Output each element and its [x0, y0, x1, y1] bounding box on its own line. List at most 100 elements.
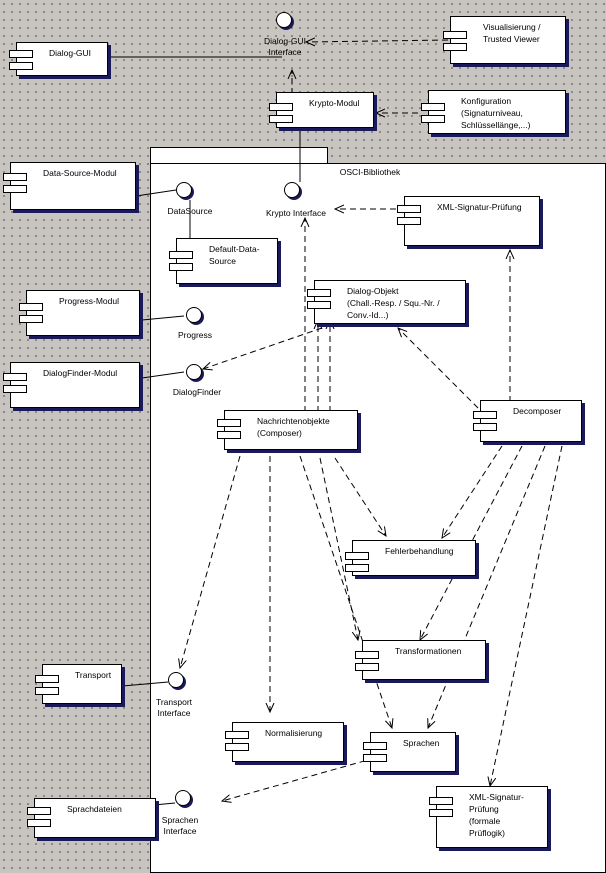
link-progress-interface	[141, 315, 185, 321]
component-plug	[443, 31, 467, 39]
component-label: Decomposer	[513, 406, 562, 416]
dialog-gui-interface-icon[interactable]	[276, 12, 292, 28]
component-label: Normalisierung	[265, 728, 323, 738]
component-plug	[9, 50, 33, 58]
component-transport[interactable]: Transport	[35, 664, 122, 704]
progress-interface-icon[interactable]	[186, 307, 202, 323]
krypto-interface-label: Krypto Interface	[265, 208, 326, 218]
component-data-source-modul[interactable]: Data-Source-Modul	[3, 162, 136, 210]
component-krypto-modul[interactable]: Krypto-Modul	[269, 92, 374, 128]
component-dialog-gui[interactable]: Dialog-GUI	[9, 42, 108, 76]
component-plug	[345, 564, 369, 572]
component-plug	[27, 819, 51, 827]
component-plug	[345, 552, 369, 560]
component-plug	[169, 263, 193, 271]
component-label: Progress-Modul	[59, 296, 119, 306]
component-plug	[19, 315, 43, 323]
component-plug	[35, 675, 59, 683]
component-plug	[397, 217, 421, 225]
component-plug	[27, 807, 51, 815]
krypto-interface-icon[interactable]	[284, 182, 300, 198]
component-dialog-objekt[interactable]: Dialog-Objekt (Chall.-Resp. / Squ.-Nr. /…	[307, 280, 466, 324]
component-plug	[225, 731, 249, 739]
component-dialogfinder-modul[interactable]: DialogFinder-Modul	[3, 362, 140, 408]
component-plug	[217, 419, 241, 427]
dep-decomposer-dialogobj	[398, 328, 479, 409]
component-default-data-source[interactable]: Default-Data- Source	[169, 238, 278, 284]
component-sprachdateien[interactable]: Sprachdateien	[27, 798, 156, 838]
component-label: Transport	[75, 670, 112, 680]
sprachen-interface-icon[interactable]	[175, 790, 191, 806]
component-label: Default-Data- Source	[209, 244, 260, 266]
component-plug	[429, 809, 453, 817]
dialogfinder-interface-icon[interactable]	[186, 364, 202, 380]
dep-composer-transport	[180, 455, 241, 668]
component-label: Transformationen	[395, 646, 462, 656]
component-plug	[355, 651, 379, 659]
datasource-interface-icon[interactable]	[176, 182, 192, 198]
dep-composer-sprachen	[299, 455, 392, 728]
component-plug	[3, 173, 27, 181]
component-plug	[363, 742, 387, 750]
component-label: Krypto-Modul	[309, 98, 360, 108]
component-plug	[3, 185, 27, 193]
component-plug	[429, 797, 453, 805]
component-plug	[473, 423, 497, 431]
component-plug	[421, 103, 445, 111]
component-nachrichtenobjekte[interactable]: Nachrichtenobjekte (Composer)	[217, 410, 358, 450]
link-datasource-interface	[135, 189, 177, 197]
component-plug	[225, 743, 249, 751]
component-visualisierung[interactable]: Visualisierung / Trusted Viewer	[443, 16, 566, 64]
transport-interface-label: Transport Interface	[155, 697, 193, 718]
progress-interface-label: Progress	[177, 330, 212, 340]
component-konfiguration[interactable]: Konfiguration (Signaturniveau, Schlüssel…	[421, 90, 566, 134]
component-label: Sprachen	[403, 738, 440, 748]
dialogfinder-interface-label: DialogFinder	[172, 387, 222, 397]
dep-dialogobj-dialogfinder	[203, 327, 323, 369]
component-plug	[269, 115, 293, 123]
component-label: XML-Signatur-Prüfung	[437, 202, 522, 212]
dep-decomposer-sprachen	[428, 445, 546, 728]
component-label: Dialog-Objekt (Chall.-Resp. / Squ.-Nr. /…	[347, 286, 440, 320]
component-label: Sprachdateien	[67, 804, 122, 814]
component-plug	[363, 754, 387, 762]
component-plug	[217, 431, 241, 439]
component-transformationen[interactable]: Transformationen	[355, 640, 486, 680]
component-plug	[169, 251, 193, 259]
dep-sprachen-interface	[222, 757, 376, 801]
dep-visualisierung-dialoggui	[306, 40, 449, 42]
component-label: Visualisierung / Trusted Viewer	[483, 22, 541, 44]
component-xml-signatur-formal[interactable]: XML-Signatur- Prüfung (formale Prüflogik…	[429, 786, 548, 848]
dialog-gui-interface-label: Dialog-GUI Interface	[263, 36, 307, 57]
link-transport-interface	[121, 681, 169, 687]
component-sprachen[interactable]: Sprachen	[363, 732, 456, 772]
component-normalisierung[interactable]: Normalisierung	[225, 722, 344, 762]
component-plug	[421, 115, 445, 123]
package-title: OSCI-Bibliothek	[339, 167, 401, 177]
component-plug	[307, 301, 331, 309]
component-label: Fehlerbehandlung	[385, 546, 454, 556]
component-plug	[355, 663, 379, 671]
component-label: DialogFinder-Modul	[43, 368, 118, 378]
component-decomposer[interactable]: Decomposer	[473, 400, 582, 442]
component-plug	[3, 373, 27, 381]
component-fehlerbehandlung[interactable]: Fehlerbehandlung	[345, 540, 476, 576]
component-plug	[269, 103, 293, 111]
component-plug	[3, 385, 27, 393]
dep-composer-fehler	[334, 457, 386, 536]
component-label: Data-Source-Modul	[43, 168, 117, 178]
component-plug	[9, 62, 33, 70]
dep-decomposer-xmlsig-formal	[490, 445, 563, 786]
datasource-interface-label: DataSource	[167, 206, 213, 216]
sprachen-interface-label: Sprachen Interface	[161, 815, 199, 836]
transport-interface-icon[interactable]	[168, 672, 184, 688]
component-label: Dialog-GUI	[49, 48, 92, 58]
component-xml-signatur-pruefung[interactable]: XML-Signatur-Prüfung	[397, 196, 540, 246]
dep-decomposer-fehler	[442, 445, 503, 538]
link-dialogfinder-interface	[141, 371, 185, 379]
dep-decomposer-transformationen	[420, 445, 523, 640]
component-progress-modul[interactable]: Progress-Modul	[19, 290, 140, 336]
component-label: Nachrichtenobjekte (Composer)	[257, 416, 330, 438]
component-plug	[307, 289, 331, 297]
